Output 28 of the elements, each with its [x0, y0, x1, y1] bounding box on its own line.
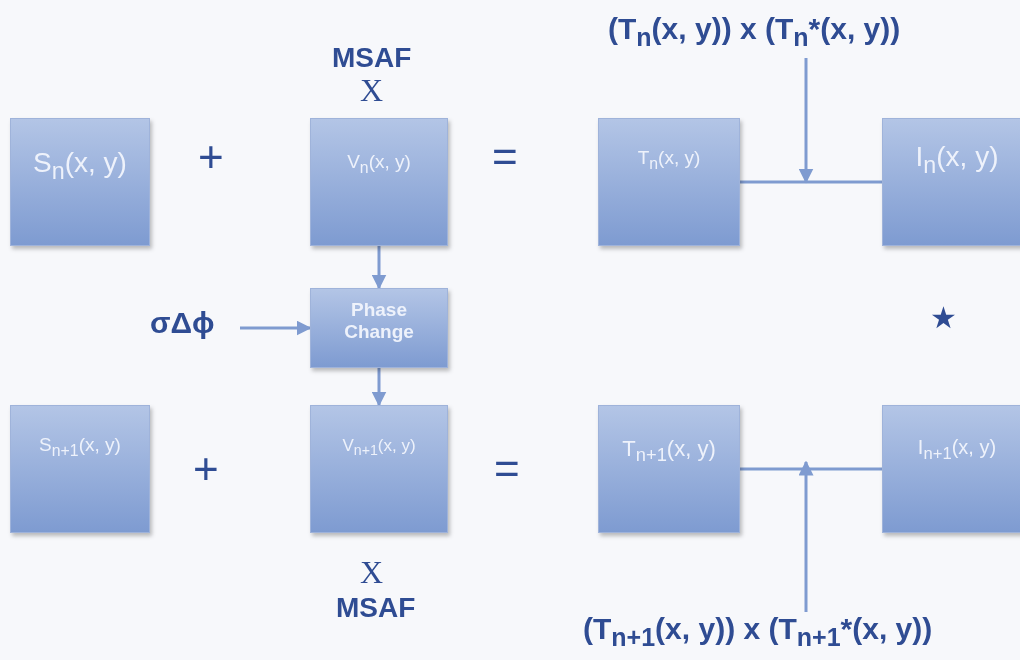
arrow	[798, 460, 814, 612]
equals-sign: =	[492, 132, 518, 182]
process-box: V$_{n+1}$(x, y)	[310, 405, 448, 533]
process-box: S$_{n+1}$(x, y)	[10, 405, 150, 533]
process-box: S$_{n}$(x, y)	[10, 118, 150, 246]
arrow	[798, 58, 814, 184]
arrow	[240, 320, 312, 336]
formula-text: σΔϕ	[150, 306, 215, 340]
equals-sign: =	[494, 444, 520, 494]
plus-sign: +	[198, 132, 224, 182]
arrow	[371, 368, 387, 407]
process-box: V$_{n}$(x, y)	[310, 118, 448, 246]
multiply-sign: X	[360, 554, 384, 591]
process-box: T$_{n}$(x, y)	[598, 118, 740, 246]
formula-text: (T$_{n}$(x, y)) x (T$_{n}$*(x, y))	[608, 12, 901, 52]
connector-line	[740, 467, 882, 471]
process-box: Phase Change	[310, 288, 448, 368]
formula-text: (T$_{n+1}$(x, y)) x (T$_{n+1}$*(x, y))	[583, 612, 933, 652]
process-box: T$_{n+1}$(x, y)	[598, 405, 740, 533]
process-box: I$_{n+1}$(x, y)	[882, 405, 1020, 533]
star-symbol: ★	[930, 300, 957, 335]
multiply-sign: X	[360, 72, 384, 109]
plus-sign: +	[193, 444, 219, 494]
arrow	[371, 246, 387, 290]
multiplier-label: MSAF	[336, 592, 416, 624]
connector-line	[740, 180, 882, 184]
multiplier-label: MSAF	[332, 42, 412, 74]
process-box: I$_{n}$(x, y)	[882, 118, 1020, 246]
